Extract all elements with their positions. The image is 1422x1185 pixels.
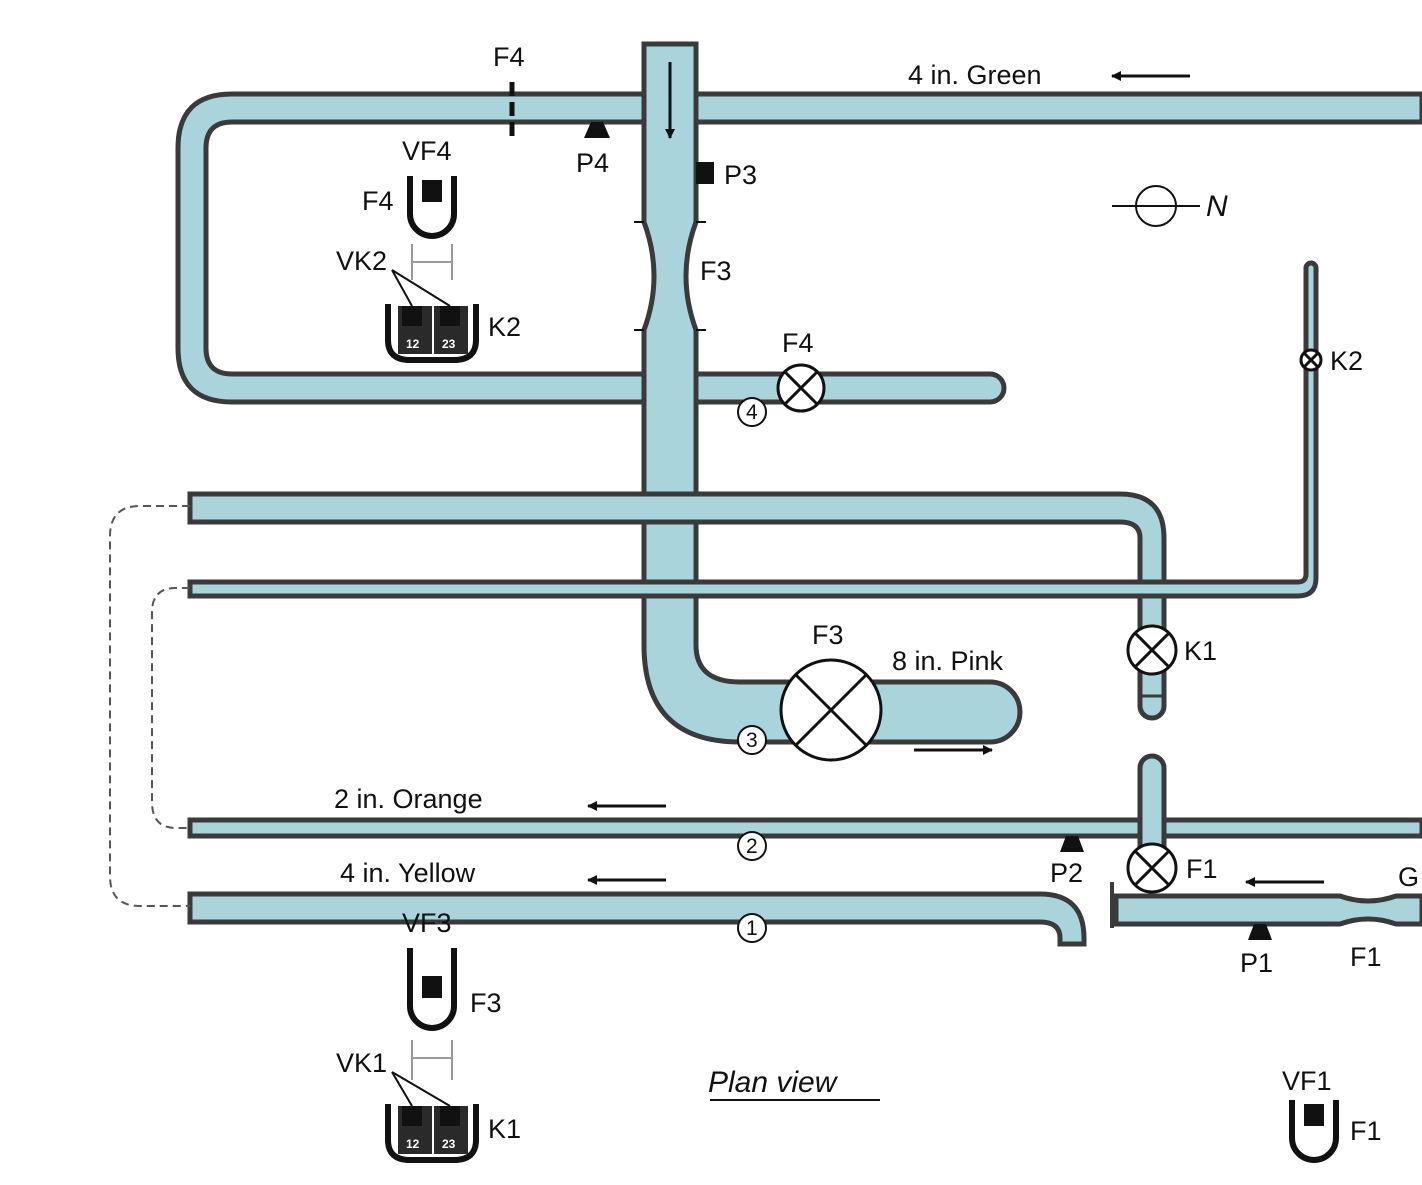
vk1-manometer-icon: [385, 1071, 479, 1163]
labels: F4 4 in. Green P4 P3 VF4 F4 VK2 K2 F3 N …: [334, 42, 1419, 1151]
vk2-manometer-icon: [385, 269, 479, 363]
label-venturi-f3: F3: [700, 256, 732, 286]
green-lower-pipe: [1113, 893, 1422, 927]
pipes: [175, 41, 1422, 947]
label-k2-valve: K2: [1330, 346, 1363, 376]
label-f1-manometer: F1: [1350, 1116, 1382, 1146]
f4-valve-icon: [776, 363, 826, 413]
venturi-ticks: [634, 221, 706, 331]
green-pipe-loop: [175, 91, 1422, 405]
vk-link-top: [411, 244, 453, 280]
label-f4-valve: F4: [782, 328, 814, 358]
label-vf3: VF3: [402, 908, 452, 938]
k2-valve-icon: [1299, 348, 1323, 372]
p4-tap-icon: [584, 122, 610, 138]
label-vk1: VK1: [336, 1048, 387, 1078]
label-p3: P3: [724, 160, 757, 190]
label-gauge-23-top: 23: [442, 337, 456, 351]
label-f1-venturi: F1: [1350, 942, 1382, 972]
yellow-pipe: [187, 891, 1087, 947]
orange-pipe: [187, 817, 1422, 839]
dashed-connectors: [109, 505, 190, 907]
label-gauge-12-top: 12: [406, 337, 420, 351]
label-orange-pipe: 2 in. Orange: [334, 784, 483, 814]
p3-tap-icon: [696, 162, 714, 184]
label-vf4: VF4: [402, 136, 452, 166]
label-vf1: VF1: [1282, 1066, 1332, 1096]
label-p2: P2: [1050, 858, 1083, 888]
label-k2-manometer: K2: [488, 312, 521, 342]
tap-circles: [737, 397, 767, 943]
valves: [776, 348, 1323, 894]
north-compass-icon: [1112, 185, 1200, 227]
f3-valve-icon: [779, 658, 883, 762]
flow-arrows: [587, 62, 1324, 887]
label-gauge-23-bottom: 23: [442, 1137, 456, 1151]
label-north: N: [1206, 190, 1228, 223]
label-tap-1: 1: [746, 917, 758, 940]
label-plan-view: Plan view: [708, 1066, 839, 1099]
vf3-manometer-icon: [407, 948, 457, 1031]
label-green-partial: G: [1398, 862, 1419, 892]
label-pink-pipe: 8 in. Pink: [892, 646, 1004, 676]
label-tap-3: 3: [746, 729, 758, 752]
label-k1-valve: K1: [1184, 636, 1217, 666]
pressure-taps: [584, 122, 1272, 940]
f1-valve-icon: [1126, 842, 1178, 894]
label-f4-manometer: F4: [362, 186, 394, 216]
vf4-manometer-icon: [407, 176, 457, 239]
label-yellow-pipe: 4 in. Yellow: [340, 858, 476, 888]
label-f3-manometer: F3: [470, 988, 502, 1018]
k2-branch-pipe: [187, 260, 1319, 599]
label-green-pipe: 4 in. Green: [908, 60, 1042, 90]
label-tap-4: 4: [746, 401, 758, 424]
k1-valve-icon: [1126, 624, 1178, 676]
f1-stub-pipe: [1137, 753, 1167, 851]
label-f3-valve: F3: [812, 620, 844, 650]
p1-tap-icon: [1248, 924, 1272, 940]
label-gauge-12-bottom: 12: [406, 1137, 420, 1151]
label-f4-flowmeter: F4: [493, 42, 525, 72]
label-vk2: VK2: [336, 246, 387, 276]
label-k1-manometer: K1: [488, 1114, 521, 1144]
k1-riser-pipe: [187, 491, 1167, 721]
p2-tap-icon: [1060, 836, 1084, 852]
label-p4: P4: [576, 148, 609, 178]
label-f1-valve: F1: [1186, 854, 1218, 884]
label-p1: P1: [1240, 948, 1273, 978]
label-tap-2: 2: [746, 835, 758, 858]
vertical-riser-pipe: [641, 41, 1023, 745]
vf1-manometer-icon: [1289, 1100, 1339, 1163]
vk-link-bottom: [411, 1040, 453, 1080]
